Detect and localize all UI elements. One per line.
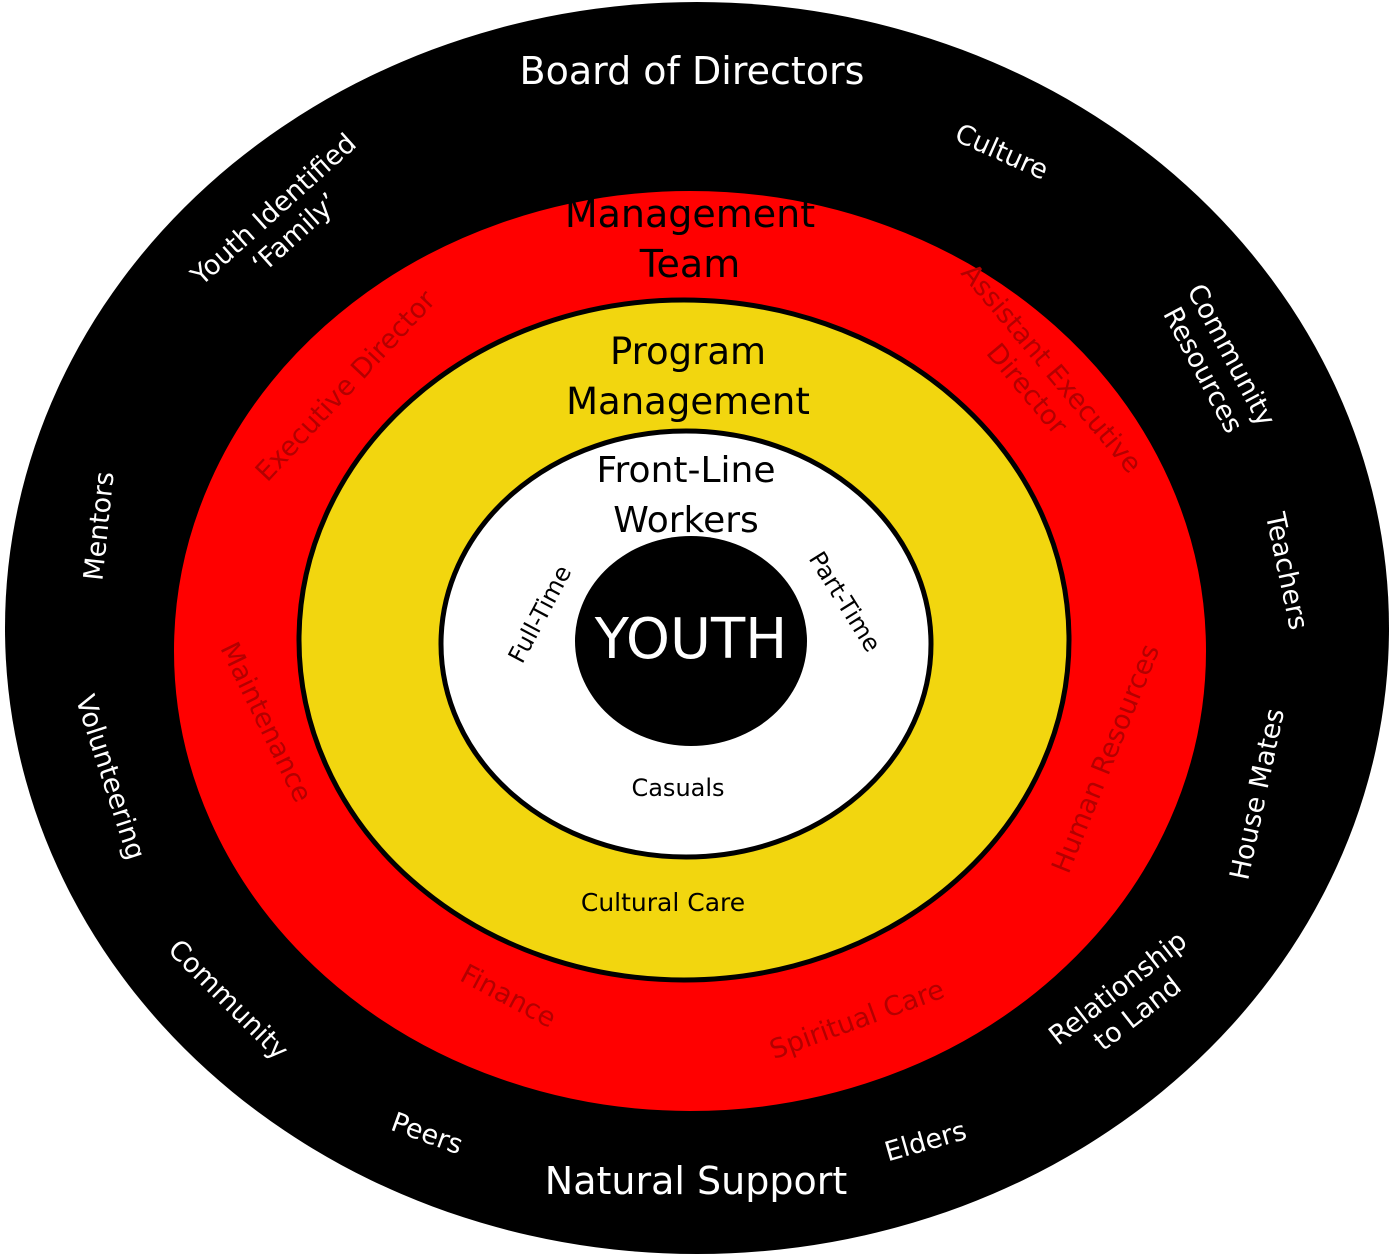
casuals-label: Casuals [631,774,724,802]
front-line-workers-title-1: Front-Line [596,450,775,491]
program-management-title-1: Program [610,330,766,373]
program-management-title-2: Management [566,380,810,423]
cultural-care-label: Cultural Care [581,888,745,917]
youth-center [575,536,807,746]
board-of-directors-title: Board of Directors [520,49,865,93]
youth-label: YOUTH [594,607,788,672]
natural-support-title: Natural Support [545,1159,847,1203]
management-team-title-1: Management [565,192,815,236]
management-team-title-2: Team [639,242,740,286]
front-line-workers-title-2: Workers [613,500,759,541]
